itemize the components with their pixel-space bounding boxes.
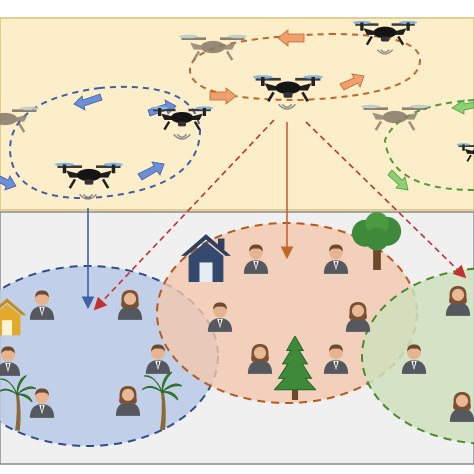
direction-arrows [0, 29, 474, 191]
uav-ground-links [81, 119, 467, 311]
green-orbit [383, 99, 474, 191]
arrow-icon [277, 29, 305, 47]
arrow-icon [339, 73, 365, 91]
arrow-icon [451, 99, 474, 115]
arrow-icon [73, 93, 103, 111]
link-red-blue [93, 119, 275, 311]
arrow-icon [387, 169, 409, 191]
arrow-icon [137, 161, 165, 181]
arrow-icon [0, 175, 17, 191]
orange-orbit [188, 33, 422, 102]
link-red-green [305, 121, 467, 279]
arrow-icon [209, 87, 237, 105]
